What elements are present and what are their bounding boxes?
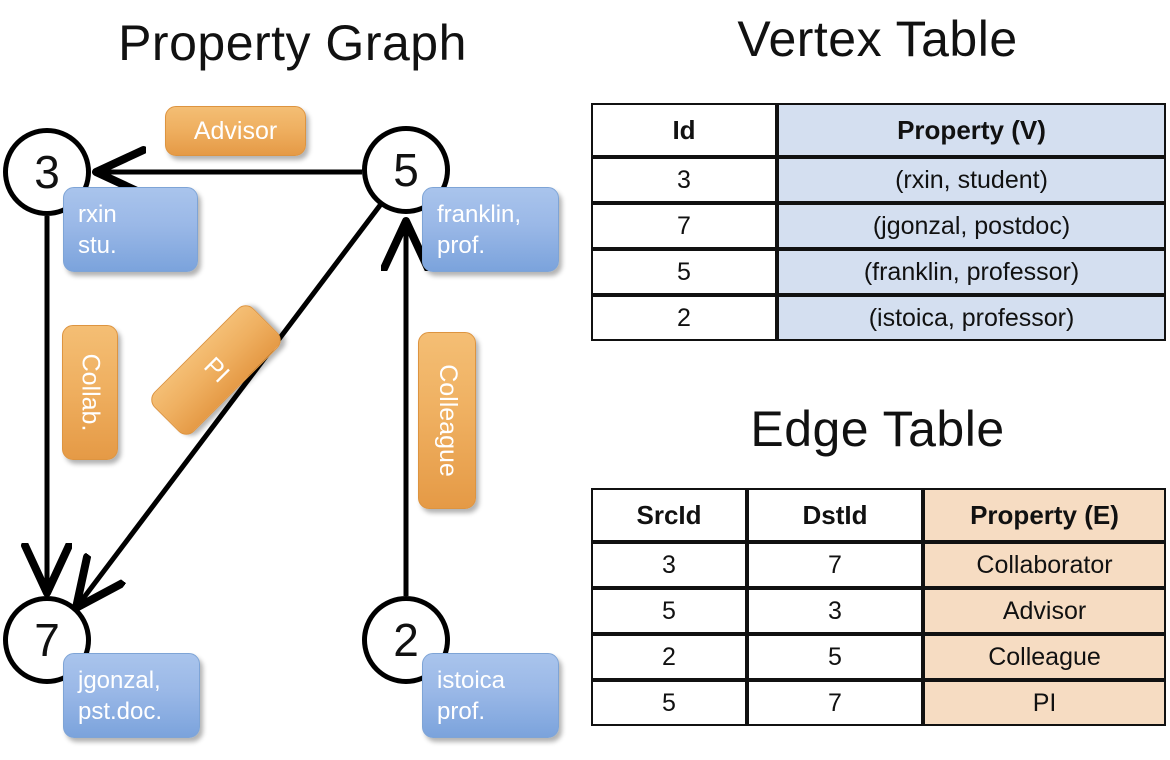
vertex-circle-2[interactable]: 2 [362,596,450,684]
vertex-table-header-row: Id Property (V) [591,103,1166,157]
edge-src-cell: 5 [591,588,747,634]
edge-label-text: Colleague [433,364,462,477]
vertex-property-box-2[interactable]: istoica prof. [422,653,559,738]
vertex-property-line1: rxin [78,201,117,228]
edge-5-to-7 [79,202,383,604]
vertex-property-line1: franklin, [437,201,522,228]
vertex-table-header-id: Id [591,103,777,157]
edge-table-header-property: Property (E) [923,488,1166,542]
vertex-property-box-7[interactable]: jgonzal, pst.doc. [63,653,200,738]
vertex-property-line2: prof. [437,697,486,725]
page-title-vertex-table: Vertex Table [737,11,1018,67]
edge-label-colleague[interactable]: Colleague [418,332,476,509]
edge-dst-cell: 5 [747,634,923,680]
table-row[interactable]: 5 (franklin, professor) [591,249,1166,295]
vertex-id-cell: 3 [591,157,777,203]
vertex-property-line1: istoica [437,667,506,694]
page-title-property-graph: Property Graph [118,15,467,71]
edge-table-header-row: SrcId DstId Property (E) [591,488,1166,542]
edge-property-cell: PI [923,680,1166,726]
vertex-property-line2: prof. [437,231,486,259]
edge-label-collab[interactable]: Collab. [62,325,118,460]
edge-property-cell: Colleague [923,634,1166,680]
vertex-id-cell: 7 [591,203,777,249]
edge-dst-cell: 3 [747,588,923,634]
vertex-table: Id Property (V) 3 (rxin, student) 7 (jgo… [591,103,1166,341]
vertex-id-cell: 5 [591,249,777,295]
edge-label-text: PI [198,351,235,388]
edge-table-header-srcid: SrcId [591,488,747,542]
page-title-edge-table: Edge Table [750,401,1005,457]
edge-property-cell: Advisor [923,588,1166,634]
edge-src-cell: 2 [591,634,747,680]
table-row[interactable]: 5 7 PI [591,680,1166,726]
edge-table: SrcId DstId Property (E) 3 7 Collaborato… [591,488,1166,726]
edge-src-cell: 3 [591,542,747,588]
edge-dst-cell: 7 [747,542,923,588]
graph-edges-layer [0,0,585,760]
vertex-property-cell: (istoica, professor) [777,295,1166,341]
vertex-property-cell: (jgonzal, postdoc) [777,203,1166,249]
edge-src-cell: 5 [591,680,747,726]
vertex-property-cell: (rxin, student) [777,157,1166,203]
edge-dst-cell: 7 [747,680,923,726]
edge-label-advisor[interactable]: Advisor [165,106,306,156]
vertex-property-line2: stu. [78,231,117,259]
vertex-property-line2: pst.doc. [78,697,163,725]
table-row[interactable]: 3 7 Collaborator [591,542,1166,588]
edge-label-text: Collab. [76,353,105,432]
edge-table-header-dstid: DstId [747,488,923,542]
table-row[interactable]: 3 (rxin, student) [591,157,1166,203]
vertex-property-line1: jgonzal, [78,667,161,694]
vertex-id-cell: 2 [591,295,777,341]
table-row[interactable]: 5 3 Advisor [591,588,1166,634]
vertex-property-box-3[interactable]: rxin stu. [63,187,198,272]
table-row[interactable]: 7 (jgonzal, postdoc) [591,203,1166,249]
vertex-property-box-5[interactable]: franklin, prof. [422,187,559,272]
table-row[interactable]: 2 (istoica, professor) [591,295,1166,341]
property-graph-diagram: 3 5 7 2 rxin stu. franklin, prof. jgonza… [0,0,585,760]
table-row[interactable]: 2 5 Colleague [591,634,1166,680]
vertex-property-cell: (franklin, professor) [777,249,1166,295]
edge-label-text: Advisor [193,116,278,145]
vertex-table-header-property: Property (V) [777,103,1166,157]
vertex-circle-5[interactable]: 5 [362,126,450,214]
edge-property-cell: Collaborator [923,542,1166,588]
